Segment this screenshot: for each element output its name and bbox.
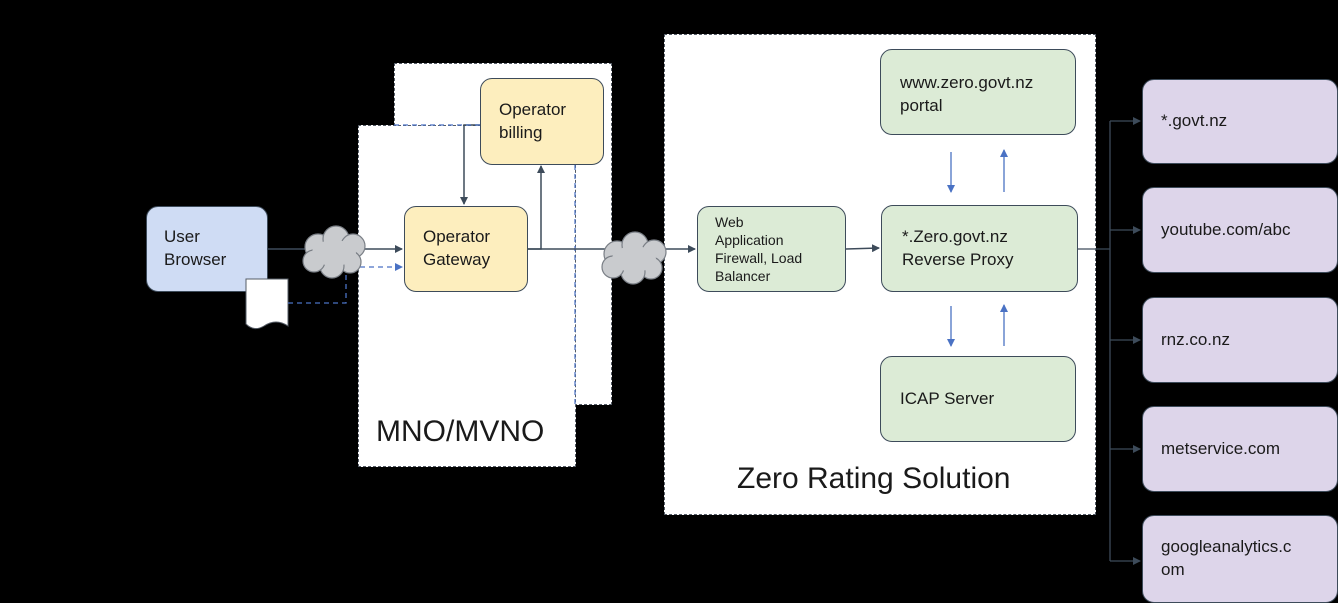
waf-to-proxy-line: [845, 244, 880, 253]
destination-youtube: youtube.com/abc: [1142, 187, 1338, 273]
document-icon: [245, 278, 289, 330]
icap-server-node: ICAP Server: [880, 356, 1076, 442]
destination-metservice: metservice.com: [1142, 406, 1338, 492]
document-to-gateway-dashed: [288, 263, 403, 304]
portal-node: www.zero.govt.nz portal: [880, 49, 1076, 135]
waf-node: Web Application Firewall, Load Balancer: [697, 206, 846, 292]
mno-region: [358, 125, 576, 467]
reverse-proxy-node: *.Zero.govt.nz Reverse Proxy: [881, 205, 1078, 292]
destination-googleanalytics: googleanalytics.c om: [1142, 515, 1338, 603]
user-browser-node: User Browser: [146, 206, 268, 292]
proxy-to-destinations-lines: [1078, 117, 1141, 565]
billing-to-gateway-line: [460, 124, 480, 205]
destination-govt-nz: *.govt.nz: [1142, 79, 1338, 164]
zero-rating-region-label: Zero Rating Solution: [737, 462, 1011, 495]
gateway-to-billing-line: [528, 165, 545, 250]
network-cloud-icon: [302, 225, 366, 279]
operator-billing-node: Operator billing: [480, 78, 604, 165]
internet-cloud-icon: [601, 231, 667, 285]
operator-gateway-node: Operator Gateway: [404, 206, 528, 292]
mno-region-label: MNO/MVNO: [376, 415, 545, 448]
